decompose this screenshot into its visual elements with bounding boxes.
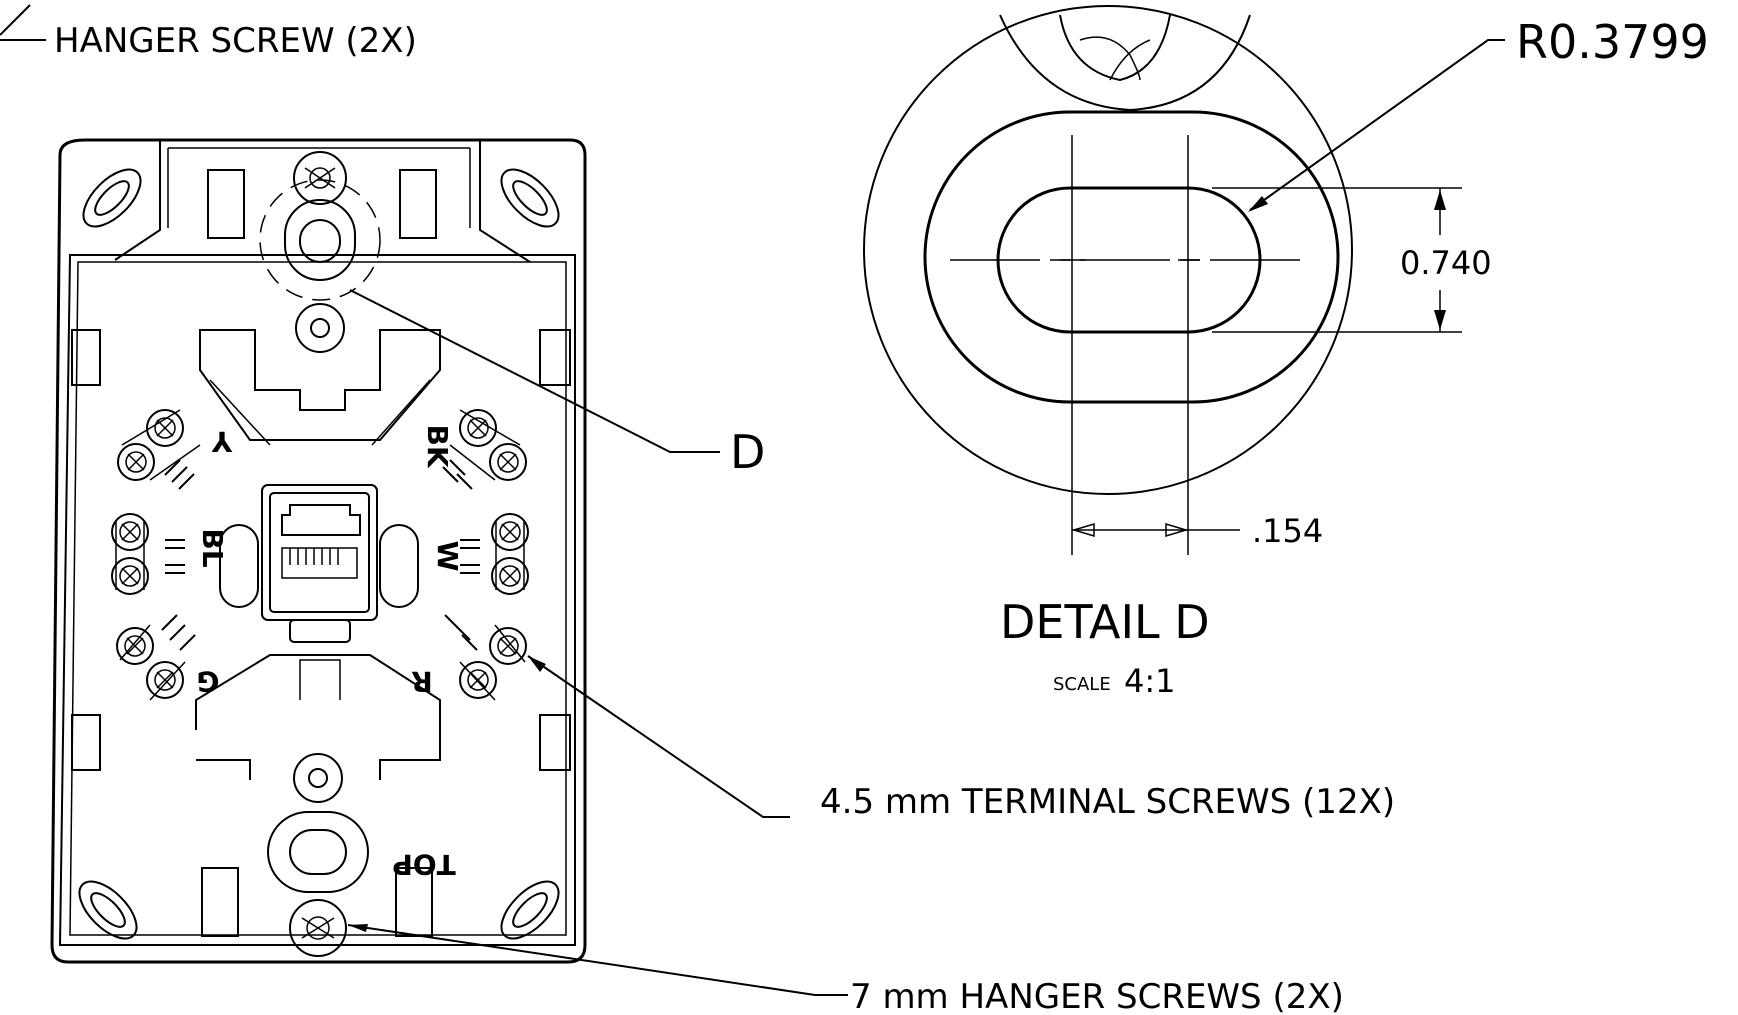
wire-label-y: Y bbox=[211, 425, 233, 458]
terminal-screw-bk1 bbox=[459, 409, 497, 447]
terminal-screws bbox=[111, 409, 529, 701]
terminal-screw-r1 bbox=[489, 627, 527, 665]
wall-plate: Y BK BL W G R TOP bbox=[50, 138, 587, 964]
corner-slot-bottom-right bbox=[500, 880, 560, 940]
hanger-screw-top-callout: HANGER SCREW (2X) bbox=[0, 4, 417, 61]
strip-marks bbox=[161, 459, 480, 651]
terminal-screw-w2 bbox=[491, 557, 529, 595]
outer-slot bbox=[923, 110, 1340, 404]
terminal-screws-label: 4.5 mm TERMINAL SCREWS (12X) bbox=[820, 782, 1395, 822]
radius-value: R0.3799 bbox=[1516, 15, 1709, 69]
terminal-screw-bl2 bbox=[111, 557, 149, 595]
wire-label-r: R bbox=[411, 665, 433, 698]
detail-d-view bbox=[863, 5, 1353, 555]
wire-label-g: G bbox=[197, 665, 220, 698]
corner-slot-top-right bbox=[500, 168, 560, 228]
detail-title: DETAIL D bbox=[1000, 595, 1210, 649]
hanger-screws-bottom-label: 7 mm HANGER SCREWS (2X) bbox=[850, 977, 1344, 1015]
hanger-screws-bottom-callout: 7 mm HANGER SCREWS (2X) bbox=[347, 924, 1344, 1015]
terminal-screw-bk2 bbox=[489, 443, 527, 481]
detail-d-callout: D bbox=[349, 289, 765, 479]
top-marking: TOP bbox=[392, 848, 455, 881]
modular-jack bbox=[261, 484, 378, 643]
radius-dimension: R0.3799 bbox=[1248, 15, 1709, 212]
detail-scale-value: 4:1 bbox=[1124, 662, 1176, 700]
wire-label-w: W bbox=[431, 541, 464, 572]
wire-label-bk: BK bbox=[421, 424, 454, 468]
terminal-screw-y1 bbox=[146, 409, 184, 447]
detail-marker-label: D bbox=[730, 425, 765, 479]
terminal-screws-callout: 4.5 mm TERMINAL SCREWS (12X) bbox=[527, 655, 1395, 822]
terminal-screw-y2 bbox=[117, 443, 155, 481]
height-dimension: 0.740 bbox=[1212, 187, 1492, 333]
corner-slot-bottom-left bbox=[78, 880, 138, 940]
height-value: 0.740 bbox=[1400, 244, 1492, 282]
width-value: .154 bbox=[1252, 512, 1323, 550]
top-hanger-screw bbox=[293, 151, 347, 205]
width-dimension: .154 bbox=[1071, 512, 1323, 550]
terminal-screw-g1 bbox=[116, 627, 154, 665]
bottom-hanger-slot bbox=[267, 811, 369, 893]
top-hanger-slot bbox=[259, 179, 381, 301]
terminal-screw-g2 bbox=[146, 661, 184, 699]
wire-label-bl: BL bbox=[196, 528, 229, 567]
terminal-screw-w1 bbox=[491, 513, 529, 551]
corner-slot-top-left bbox=[82, 168, 142, 228]
bottom-hanger-screw bbox=[289, 899, 347, 957]
terminal-screw-bl1 bbox=[111, 513, 149, 551]
detail-scale-word: SCALE bbox=[1053, 674, 1111, 695]
hanger-screw-top-label: HANGER SCREW (2X) bbox=[54, 21, 417, 61]
